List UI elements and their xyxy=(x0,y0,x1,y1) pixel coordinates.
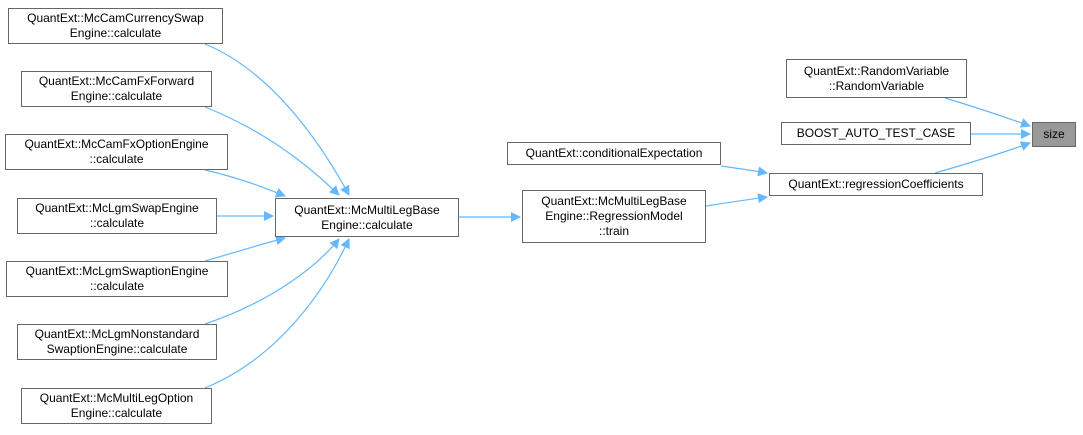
node-label-line: QuantExt::McMultiLegBase xyxy=(294,202,440,217)
edge-regression-coefficients-to-size xyxy=(934,141,1031,174)
node-mclgm-swap-engine-calculate[interactable]: QuantExt::McLgmSwapEngine ::calculate xyxy=(17,198,217,234)
node-label-line: QuantExt::McLgmNonstandard xyxy=(34,327,200,341)
node-label-line: ::calculate xyxy=(89,216,145,230)
node-label-line: Engine::calculate xyxy=(70,89,163,103)
node-random-variable-constructor[interactable]: QuantExt::RandomVariable ::RandomVariabl… xyxy=(786,59,967,98)
node-label-line: Engine::calculate xyxy=(69,26,162,40)
edge-lgm-swaption-to-multileg-base xyxy=(204,235,286,262)
edge-regression-train-to-regression-coefficients xyxy=(705,193,768,207)
node-mccam-fx-forward-engine-calculate[interactable]: QuantExt::McCamFxForward Engine::calcula… xyxy=(21,71,212,107)
node-label-line: QuantExt::regressionCoefficients xyxy=(788,177,964,191)
node-label-line: Engine::calculate xyxy=(70,406,163,420)
node-label-line: SwaptionEngine::calculate xyxy=(46,342,188,356)
node-regression-model-train[interactable]: QuantExt::McMultiLegBase Engine::Regress… xyxy=(522,190,706,243)
node-boost-auto-test-case[interactable]: BOOST_AUTO_TEST_CASE xyxy=(781,122,971,145)
node-label-line: QuantExt::McLgmSwaptionEngine xyxy=(25,264,209,278)
node-label-line: ::RandomVariable xyxy=(828,78,925,93)
node-label-line: ::calculate xyxy=(89,279,145,293)
node-label-line: QuantExt::conditionalExpectation xyxy=(525,146,703,160)
node-label-line: size xyxy=(1043,127,1065,141)
node-mclgm-nonstandard-swaption-engine-calculate[interactable]: QuantExt::McLgmNonstandard SwaptionEngin… xyxy=(17,324,217,360)
node-mclgm-swaption-engine-calculate[interactable]: QuantExt::McLgmSwaptionEngine ::calculat… xyxy=(6,261,228,297)
node-mccam-currency-swap-engine-calculate[interactable]: QuantExt::McCamCurrencySwap Engine::calc… xyxy=(8,8,223,44)
edge-lgm-nonstandard-to-multileg-base xyxy=(204,238,340,325)
node-label-line: Engine::RegressionModel xyxy=(545,209,683,223)
node-label-line: ::train xyxy=(598,224,629,238)
node-label-line: QuantExt::McMultiLegOption xyxy=(39,391,194,405)
node-label-line: QuantExt::McCamFxForward xyxy=(38,74,195,88)
node-mccam-fx-option-engine-calculate[interactable]: QuantExt::McCamFxOptionEngine ::calculat… xyxy=(5,134,228,170)
node-mcmultileg-base-engine-calculate[interactable]: QuantExt::McMultiLegBase Engine::calcula… xyxy=(275,198,459,237)
edge-multileg-option-to-multileg-base xyxy=(204,238,350,389)
edge-conditional-expectation-to-regression-coefficients xyxy=(720,165,768,177)
node-label-line: QuantExt::RandomVariable xyxy=(803,63,950,78)
node-regression-coefficients[interactable]: QuantExt::regressionCoefficients xyxy=(769,173,983,196)
edge-currency-swap-to-multileg-base xyxy=(204,43,350,196)
edge-random-variable-to-size xyxy=(944,97,1031,128)
node-size-focus: size xyxy=(1032,122,1076,147)
node-mcmultileg-option-engine-calculate[interactable]: QuantExt::McMultiLegOption Engine::calcu… xyxy=(21,388,212,424)
node-label-line: QuantExt::McLgmSwapEngine xyxy=(35,201,199,215)
edge-fx-option-to-multileg-base xyxy=(204,169,286,198)
node-label-line: QuantExt::McCamFxOptionEngine xyxy=(24,137,209,151)
node-label-line: QuantExt::McCamCurrencySwap xyxy=(27,11,204,25)
node-label-line: Engine::calculate xyxy=(321,217,413,232)
edge-fx-forward-to-multileg-base xyxy=(204,106,340,196)
node-label-line: QuantExt::McMultiLegBase xyxy=(541,194,687,208)
node-label-line: ::calculate xyxy=(89,152,144,166)
node-label-line: BOOST_AUTO_TEST_CASE xyxy=(796,126,956,140)
node-conditional-expectation[interactable]: QuantExt::conditionalExpectation xyxy=(507,142,721,165)
